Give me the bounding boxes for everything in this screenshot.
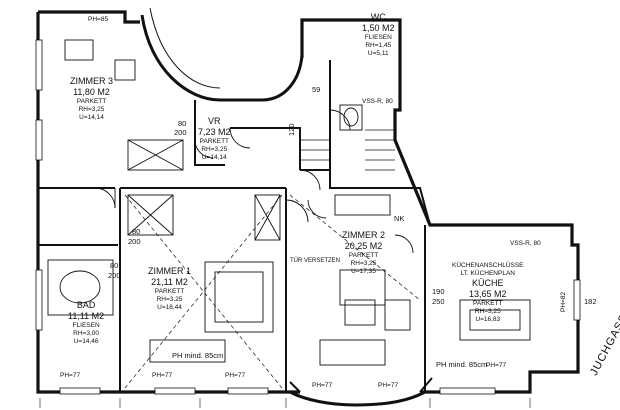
room-name: ZIMMER 2	[342, 230, 386, 240]
dim-182: 182	[584, 297, 597, 306]
room-floor: PARKETT	[76, 98, 107, 105]
room-floor: PARKETT	[154, 288, 185, 295]
room-perimeter: U=5,11	[367, 50, 389, 57]
room-height: RH=3,25	[350, 260, 377, 267]
room-floor: FLIESEN	[72, 322, 100, 329]
bay-window-wall	[289, 390, 426, 407]
room-label-zimmer1: ZIMMER 1 21,11 M2 PARKETT RH=3,25 U=18,4…	[148, 266, 191, 312]
annotation-ph-min-z1: PH mind. 85cm	[172, 351, 224, 360]
dim-200-bad: 200	[108, 271, 121, 280]
annotation-ph82: PH=82	[560, 291, 567, 312]
room-area: 11,80 M2	[73, 87, 110, 97]
room-perimeter: U=17,35	[351, 268, 376, 275]
windows	[35, 39, 581, 395]
room-name: BAD	[76, 300, 96, 310]
annotation-ph-min-kueche: PH mind. 85cm	[436, 360, 488, 369]
furniture	[47, 39, 531, 366]
room-floor: PARKETT	[348, 252, 379, 259]
annotation-ph77-kueche: PH=77	[486, 362, 507, 369]
annotation-vss-top: VSS-R, 80	[362, 98, 393, 105]
room-name: ZIMMER 3	[70, 76, 114, 86]
room-label-vr: VR 7,23 M2 PARKETT RH=3,25 U=14,14	[198, 116, 231, 162]
round-stair-wall	[140, 14, 304, 102]
room-floor: FLIESEN	[364, 34, 392, 41]
room-area: 7,23 M2	[198, 127, 231, 137]
room-label-bad: BAD 11,11 M2 FLIESEN RH=3,00 U=14,46	[68, 300, 104, 346]
annotation-ph77-bad: PH=77	[60, 372, 81, 379]
annotation-ph77-z2-left: PH=77	[312, 382, 333, 389]
room-name: KÜCHE	[472, 278, 504, 288]
room-area: 21,11 M2	[151, 277, 188, 287]
annotation-ph77-z2-right: PH=77	[378, 382, 399, 389]
room-label-kueche: KÜCHENANSCHLÜSSE LT. KÜCHENPLAN KÜCHE 13…	[452, 262, 524, 324]
room-height: RH=3,25	[474, 308, 501, 315]
room-floor: PARKETT	[199, 138, 230, 145]
room-perimeter: U=16,83	[475, 316, 501, 323]
interior-walls	[38, 60, 431, 392]
room-area: 20,25 M2	[344, 241, 383, 251]
room-perimeter: U=14,14	[79, 114, 104, 121]
room-height: RH=1,45	[365, 42, 392, 49]
bottom-dimension-marks	[39, 398, 531, 408]
room-perimeter: U=14,14	[201, 154, 227, 161]
room-label-zimmer3: ZIMMER 3 11,80 M2 PARKETT RH=3,25 U=14,1…	[70, 76, 113, 122]
annotation-ph77-z1-right: PH=77	[225, 372, 246, 379]
room-height: RH=3,00	[73, 330, 100, 337]
room-height: RH=3,25	[201, 146, 228, 153]
room-label-wc: WC 1,50 M2 FLIESEN RH=1,45 U=5,11	[362, 12, 395, 58]
room-name: VR	[208, 116, 221, 126]
room-height: RH=3,25	[156, 296, 183, 303]
dim-80-z1: 80	[132, 227, 141, 236]
annotation-ph85: PH=85	[88, 16, 109, 23]
room-label-zimmer2: ZIMMER 2 20,25 M2 PARKETT RH=3,25 U=17,3…	[342, 230, 385, 276]
room-perimeter: U=14,46	[73, 338, 99, 345]
kitchen-note-1: KÜCHENANSCHLÜSSE	[452, 262, 524, 269]
dim-200-z1: 200	[128, 237, 141, 246]
room-floor: PARKETT	[473, 300, 503, 307]
kitchen-note-2: LT. KÜCHENPLAN	[460, 270, 515, 277]
dim-200-vr: 200	[174, 128, 187, 137]
room-area: 13,65 M2	[469, 289, 507, 299]
dim-59: 59	[312, 85, 321, 94]
room-name: WC	[370, 12, 386, 22]
dim-80-bad: 80	[110, 261, 119, 270]
room-area: 1,50 M2	[362, 23, 395, 33]
annotation-vss-kueche: VSS-R, 80	[510, 240, 541, 247]
room-area: 11,11 M2	[68, 311, 105, 321]
room-height: RH=3,25	[78, 106, 105, 113]
dim-250: 250	[432, 297, 445, 306]
annotation-nk: NK	[394, 214, 405, 223]
room-perimeter: U=18,44	[157, 304, 182, 311]
room-name: ZIMMER 1	[148, 266, 192, 276]
annotation-tuer-versetzen: TÜR VERSETZEN	[290, 258, 341, 264]
dim-190: 190	[432, 287, 445, 296]
dim-80-vr: 80	[178, 119, 187, 128]
dim-120-wc: 120	[287, 123, 296, 136]
door-arcs	[94, 109, 414, 254]
stair-steps	[300, 129, 395, 171]
annotation-ph77-z1-left: PH=77	[152, 372, 173, 379]
